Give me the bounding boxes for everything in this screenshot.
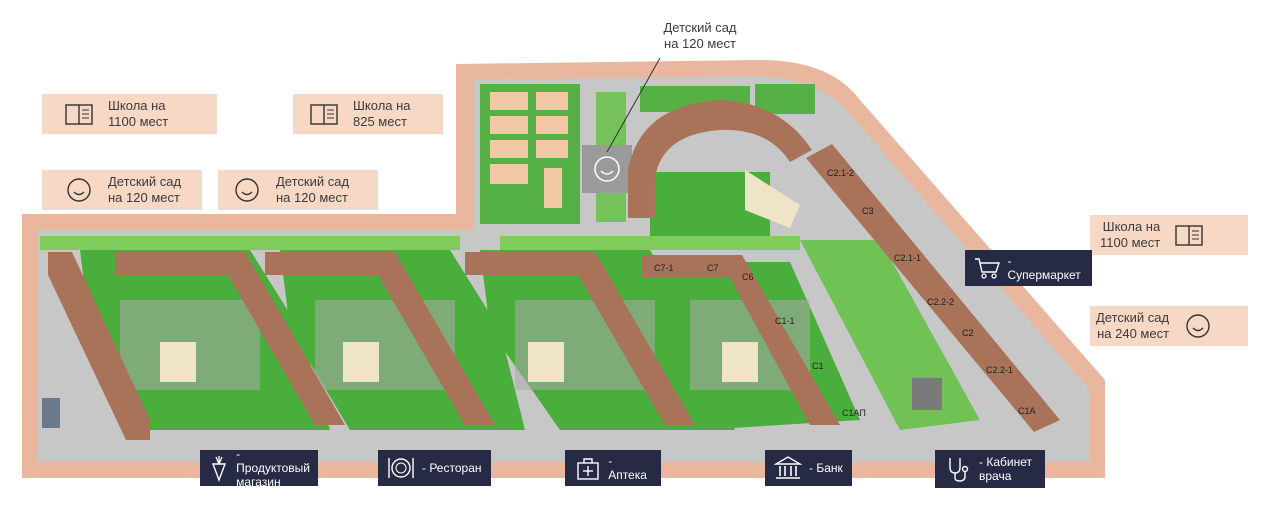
building-label: С1-1: [775, 316, 795, 326]
building-label: С7: [707, 263, 719, 273]
stethoscope-icon: [943, 454, 973, 484]
amenity-label: - Ресторан: [422, 461, 482, 475]
info-card-kindergarten-120-a: Детский сад на 120 мест: [42, 170, 202, 210]
kindergarten-callout: Детский сад на 120 мест: [663, 20, 737, 51]
info-card-kindergarten-240: Детский сад на 240 мест: [1090, 306, 1248, 346]
building-label: С1АП: [842, 408, 866, 418]
amenity-bank: - Банк: [765, 450, 852, 486]
amenity-label: - Супермаркет: [1007, 254, 1081, 282]
parking-structure: [912, 378, 942, 410]
book-icon: [1174, 220, 1204, 250]
book-icon: [64, 99, 94, 129]
building-label: С1А: [1018, 406, 1036, 416]
building-label: С2.2-1: [986, 365, 1014, 375]
info-card-text: Школа на 1100 мест: [108, 98, 169, 129]
building-label: С2.1-2: [827, 168, 855, 178]
amenity-label: - Продуктовый магазин: [236, 447, 311, 489]
info-card-text: Детский сад на 120 мест: [108, 174, 182, 205]
callout-leader: [606, 57, 661, 153]
pharmacy-bag-icon: [573, 453, 602, 483]
building-label: С2: [962, 328, 974, 338]
info-card-text: Школа на 825 мест: [353, 98, 411, 129]
cart-icon: [973, 253, 1001, 283]
building-label: С2.2-2: [927, 297, 955, 307]
amenity-supermarket: - Супермаркет: [965, 250, 1092, 286]
info-card-school-1100-right: Школа на 1100 мест: [1090, 215, 1248, 255]
building-label: С7-1: [654, 263, 674, 273]
building-label: С3: [862, 206, 874, 216]
plate-icon: [386, 453, 416, 483]
amenity-label: - Банк: [809, 461, 843, 475]
book-icon: [309, 99, 339, 129]
amenity-label: - Аптека: [608, 454, 647, 482]
bank-icon: [773, 453, 803, 483]
curved-building: [628, 100, 812, 218]
building-label: С2.1-1: [894, 253, 922, 263]
info-card-school-1100: Школа на 1100 мест: [42, 94, 217, 134]
kindergarten-building: [582, 145, 632, 193]
info-card-kindergarten-120-b: Детский сад на 120 мест: [218, 170, 378, 210]
info-card-school-825: Школа на 825 мест: [293, 94, 443, 134]
smiley-icon: [1183, 311, 1213, 341]
smiley-icon: [64, 175, 94, 205]
info-card-text: Детский сад на 120 мест: [276, 174, 350, 205]
amenity-label: - Кабинет врача: [979, 455, 1032, 483]
carrot-icon: [208, 453, 230, 483]
amenity-restaurant: - Ресторан: [378, 450, 491, 486]
amenity-grocery: - Продуктовый магазин: [200, 447, 318, 489]
amenity-doctor: - Кабинет врача: [935, 450, 1045, 488]
housing-blocks: [48, 144, 1060, 440]
playground-north: [745, 170, 800, 228]
building-label: С6: [742, 272, 754, 282]
smiley-icon: [232, 175, 262, 205]
amenity-pharmacy: - Аптека: [565, 450, 661, 486]
info-card-text: Детский сад на 240 мест: [1096, 310, 1170, 341]
info-card-text: Школа на 1100 мест: [1100, 219, 1161, 250]
building-label: С1: [812, 361, 824, 371]
